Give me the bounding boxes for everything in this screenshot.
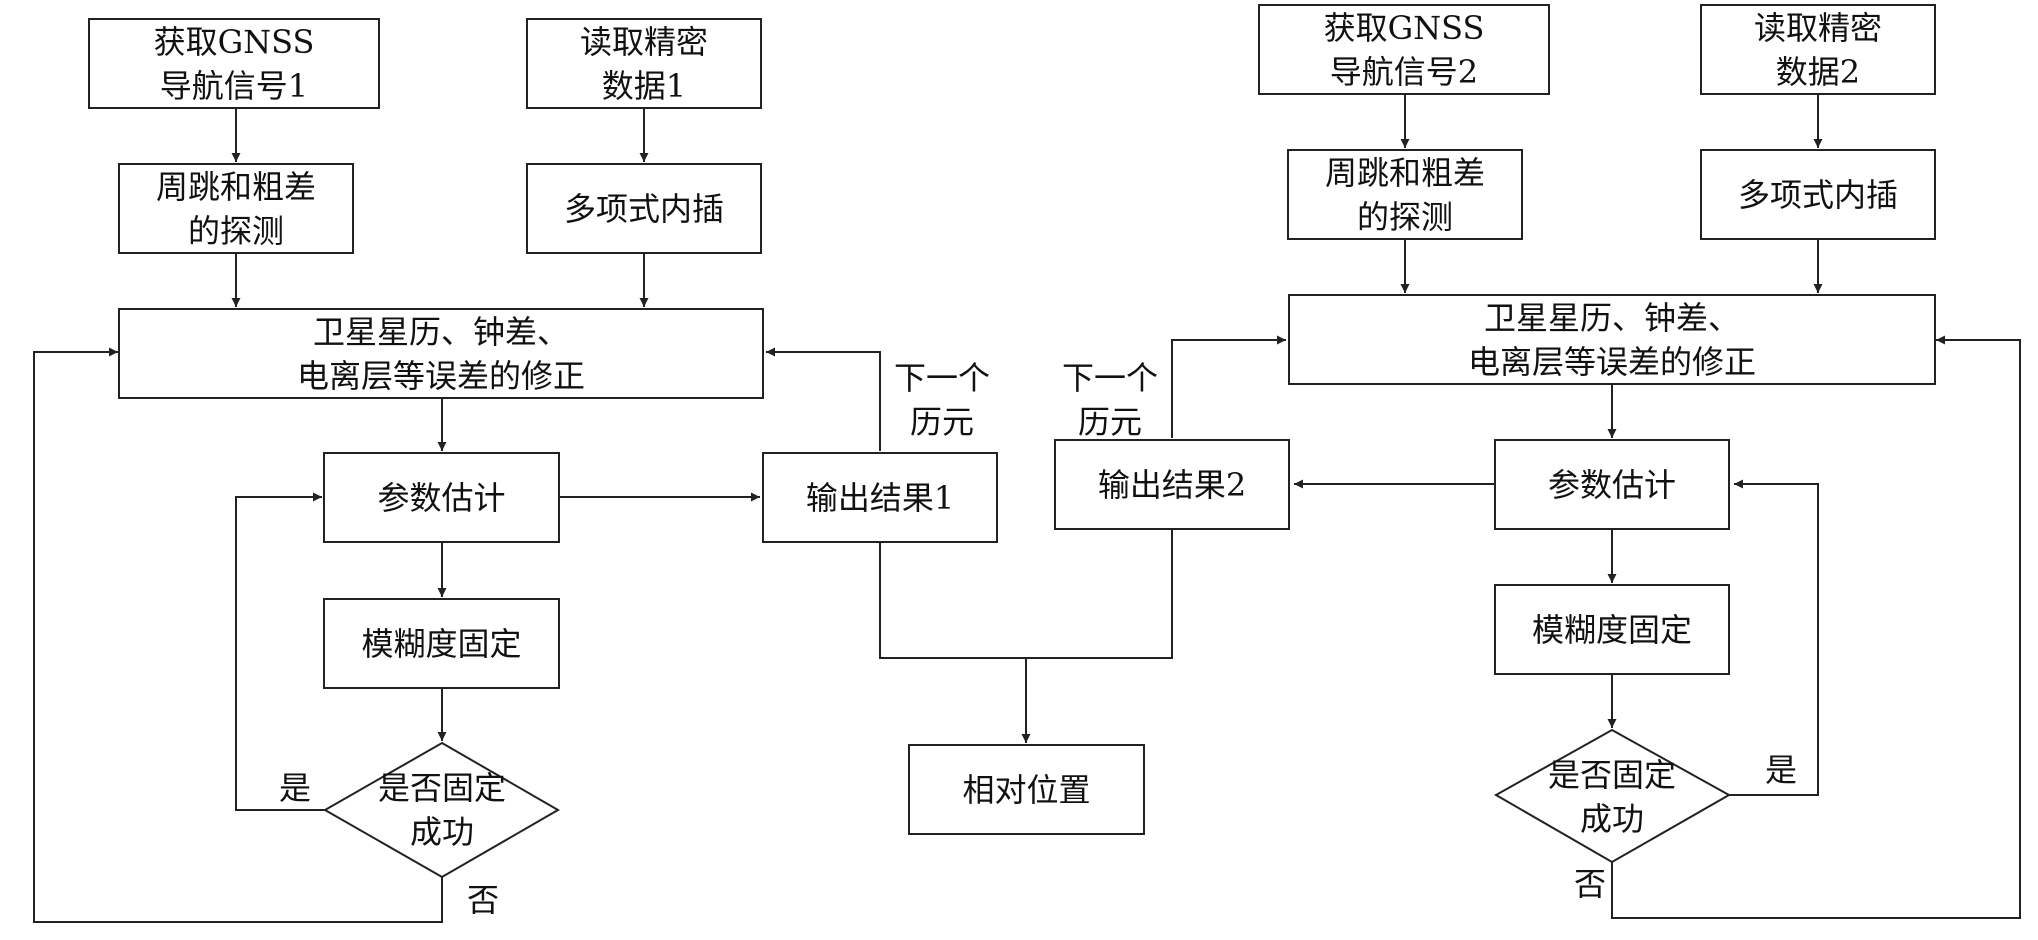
cycle-slip-detection-1-box: 周跳和粗差 的探测 xyxy=(118,163,354,254)
next-epoch-2-label: 下一个 历元 xyxy=(1061,359,1158,441)
no-2-label: 否 xyxy=(1573,865,1606,903)
read-precise-data-2-box: 读取精密 数据2 xyxy=(1700,4,1936,95)
arrow-decision1-yes-loop xyxy=(235,492,325,811)
ambiguity-fixing-2-box: 模糊度固定 xyxy=(1494,584,1730,675)
yes-2-label: 是 xyxy=(1764,751,1797,789)
read-precise-data-1-box: 读取精密 数据1 xyxy=(526,18,762,109)
polynomial-interpolation-1-box: 多项式内插 xyxy=(526,163,762,254)
get-gnss-signal-1-box: 获取GNSS 导航信号1 xyxy=(88,18,380,109)
no-1-label: 否 xyxy=(466,881,499,919)
parameter-estimation-1-box: 参数估计 xyxy=(323,452,560,543)
decision1-diamond xyxy=(322,741,560,879)
line-output1-to-merge xyxy=(879,530,1173,659)
parameter-estimation-2-box: 参数估计 xyxy=(1494,439,1730,530)
arrow-decision2-yes-loop xyxy=(1729,479,1819,796)
output-result-1-box: 输出结果1 xyxy=(762,452,998,543)
yes-1-label: 是 xyxy=(278,769,311,807)
decision2-diamond xyxy=(1493,728,1732,864)
arrow-output2-next-epoch xyxy=(1171,335,1286,438)
next-epoch-1-label: 下一个 历元 xyxy=(893,359,990,441)
decision-2-label: 是否固定 成功 xyxy=(1547,756,1676,838)
ambiguity-fixing-1-box: 模糊度固定 xyxy=(323,598,560,689)
error-correction-2-box: 卫星星历、钟差、 电离层等误差的修正 xyxy=(1288,294,1936,385)
get-gnss-signal-2-box: 获取GNSS 导航信号2 xyxy=(1258,4,1550,95)
decision-1-label: 是否固定 成功 xyxy=(377,769,506,851)
error-correction-1-box: 卫星星历、钟差、 电离层等误差的修正 xyxy=(118,308,764,399)
arrow-decision2-no-loop xyxy=(1611,335,2021,919)
output-result-2-box: 输出结果2 xyxy=(1054,439,1290,530)
arrow-decision1-no-loop xyxy=(33,347,443,923)
polynomial-interpolation-2-box: 多项式内插 xyxy=(1700,149,1936,240)
relative-position-box: 相对位置 xyxy=(908,744,1145,835)
arrow-output1-next-epoch xyxy=(766,347,881,451)
cycle-slip-detection-2-box: 周跳和粗差 的探测 xyxy=(1287,149,1523,240)
